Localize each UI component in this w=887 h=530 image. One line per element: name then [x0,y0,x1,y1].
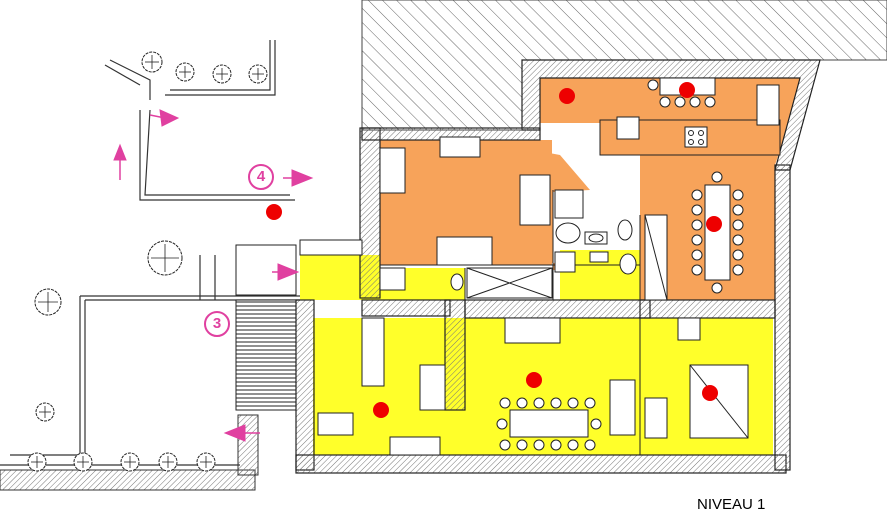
chair-icon [533,439,545,451]
arrows [113,109,314,442]
tree-icon [175,62,195,82]
arrow-icon [283,169,314,187]
chair-icon [674,96,686,108]
chair-icon [516,439,528,451]
tree-icon [35,402,55,422]
tree-icon [141,51,163,73]
kitchen-appliances [317,84,780,456]
chair-icon [732,204,744,216]
red-dot-icon [679,82,695,98]
chair-icon [732,189,744,201]
tree-icon [34,288,62,316]
tree-icon [147,240,183,276]
chair-icon [732,264,744,276]
chair-icon [567,397,579,409]
chair-icon [584,397,596,409]
chair-icon [659,96,671,108]
building-walls [295,59,821,474]
chair-icon [567,439,579,451]
red-dots [266,82,722,418]
chair-icon [647,79,659,91]
red-dot-icon [266,204,282,220]
red-dot-icon [706,216,722,232]
chair-icon [516,397,528,409]
interior-lines [299,119,781,455]
red-dot-icon [559,88,575,104]
chair-icon [704,96,716,108]
chair-icon [691,249,703,261]
trees [27,51,268,472]
inner-staircase [419,174,551,411]
tree-icon [196,452,216,472]
chair-icon [496,418,508,430]
chair-icon [689,96,701,108]
chair-icon [732,219,744,231]
arrow-icon [272,263,300,281]
chair-icon [691,219,703,231]
arrow-icon [113,143,127,180]
chair-icon [550,439,562,451]
chair-icon [550,397,562,409]
chair-icon [732,234,744,246]
chair-icon [691,204,703,216]
entrance-marker-4: 4 [248,164,274,190]
red-dot-icon [526,372,542,388]
tree-icon [73,452,93,472]
red-dot-icon [702,385,718,401]
tree-icon [120,452,140,472]
chair-icon [499,397,511,409]
chair-icon [711,282,723,294]
tree-icon [248,64,268,84]
arrow-icon [149,109,180,127]
bathroom-fixtures [379,189,637,291]
red-dot-icon [373,402,389,418]
chair-icon [691,234,703,246]
tree-icon [27,452,47,472]
chair-icon [499,439,511,451]
outer-staircase [235,244,297,411]
arrow-icon [223,424,260,442]
chair-icon [590,418,602,430]
chair-icon [711,171,723,183]
tree-icon [212,64,232,84]
garden-wall [0,469,256,491]
chair-icon [691,264,703,276]
table-icon [704,184,731,281]
table-icon [509,409,589,438]
chair-icon [691,189,703,201]
furniture [496,77,744,451]
chair-icon [732,249,744,261]
garden-wall-side [237,414,259,476]
entrance-marker-3: 3 [204,311,230,337]
chair-icon [533,397,545,409]
tree-icon [158,452,178,472]
level-label: NIVEAU 1 [697,496,766,513]
chair-icon [584,439,596,451]
